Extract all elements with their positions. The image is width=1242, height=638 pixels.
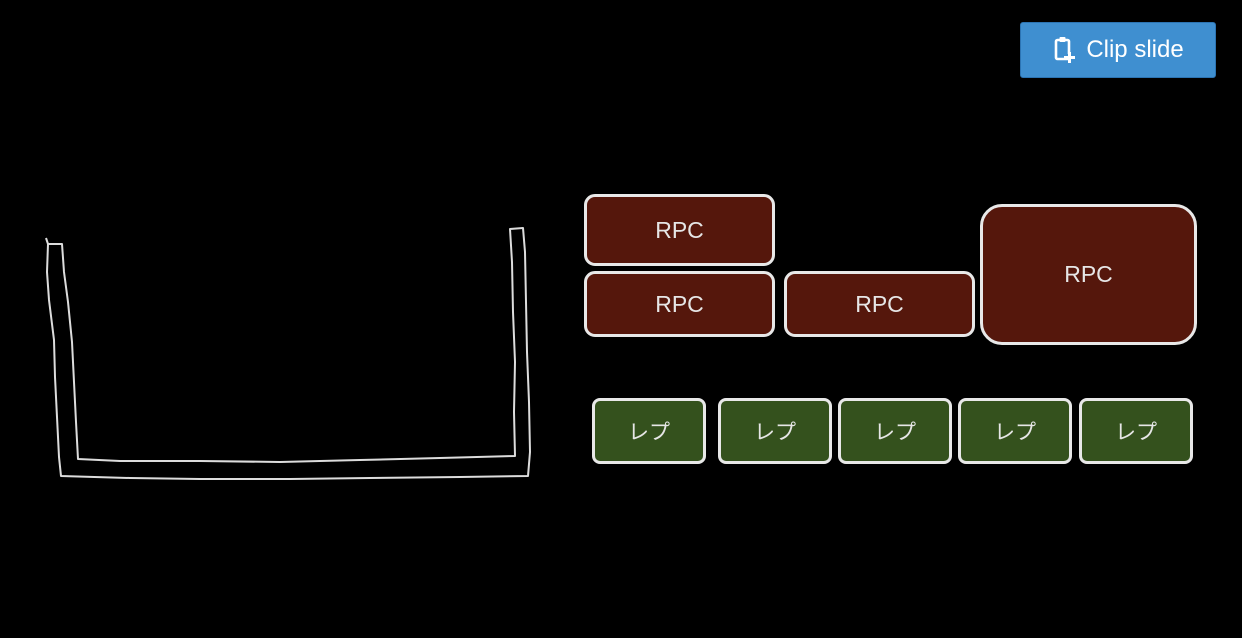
rpc-block-label: RPC	[655, 216, 704, 243]
rep-block-label: レプ	[628, 421, 670, 444]
rep-block: レプ	[838, 398, 952, 464]
rep-block-label: レプ	[994, 421, 1036, 444]
rep-block: レプ	[958, 398, 1072, 464]
hand-drawn-container	[45, 227, 531, 480]
rpc-block: RPC	[784, 271, 975, 337]
clip-slide-button[interactable]: Clip slide	[1020, 22, 1216, 78]
rep-block: レプ	[1079, 398, 1193, 464]
rep-block: レプ	[718, 398, 832, 464]
rpc-block: RPC	[584, 194, 775, 266]
rpc-block-label: RPC	[855, 290, 904, 317]
rep-block-label: レプ	[874, 421, 916, 444]
rpc-block-label: RPC	[1064, 261, 1113, 287]
rep-block-label: レプ	[754, 421, 796, 444]
rpc-block: RPC	[584, 271, 775, 337]
rpc-block-large: RPC	[980, 204, 1197, 345]
rep-block: レプ	[592, 398, 706, 464]
clipboard-plus-icon	[1052, 35, 1077, 65]
clip-slide-label: Clip slide	[1086, 36, 1184, 63]
rpc-block-label: RPC	[655, 290, 704, 317]
rep-block-label: レプ	[1115, 421, 1157, 444]
